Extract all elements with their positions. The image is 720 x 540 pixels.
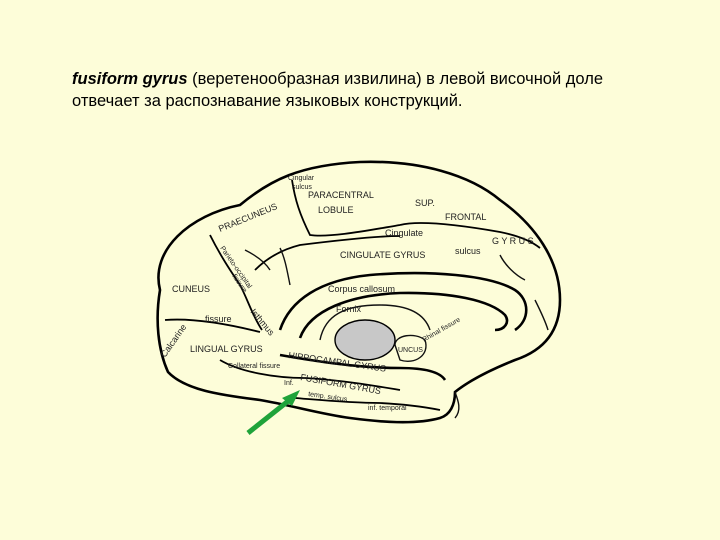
thalamus: [334, 319, 396, 361]
label-sup: SUP.: [415, 198, 435, 208]
hippocampal-sulcus: [279, 353, 447, 381]
label-isthmus: Isthmus: [248, 307, 276, 338]
uncus-outline: [394, 334, 427, 362]
cingulate-gyrus-outline: [278, 271, 528, 332]
label-uncus: UNCUS: [398, 347, 423, 354]
caption: fusiform gyrus (веретенообразная извилин…: [72, 68, 692, 112]
brain-outline: [156, 160, 562, 424]
label-calcarine: Calcarine: [158, 322, 188, 359]
label-lobule: LOBULE: [318, 205, 354, 215]
label-temporal-sulcus: temp. sulcus: [308, 391, 348, 403]
label-inf: Inf.: [284, 380, 294, 387]
collateral-fissure: [219, 359, 401, 391]
fornix-arc: [319, 304, 431, 341]
label-collateral-fissure: Collateral fissure: [228, 363, 280, 370]
inf-temporal-sulcus: [294, 397, 441, 411]
caption-line2: отвечает за распознавание языковых конст…: [72, 92, 463, 110]
caption-term: fusiform gyrus: [72, 70, 188, 88]
green-arrow-icon: [246, 390, 300, 435]
label-corpus-callosum: Corpus callosum: [328, 284, 395, 294]
label-cingulate: Cingulate: [385, 228, 423, 238]
label-fornix: Fornix: [336, 304, 362, 314]
label-rhinal: Rhinal fissure: [422, 316, 462, 343]
label-sulcus-small: sulcus: [292, 184, 312, 191]
label-frontal-gyrus: G Y R U S: [492, 236, 534, 246]
central-sulcus: [291, 179, 401, 237]
praecuneus-sulcus: [244, 247, 291, 286]
label-cuneus: CUNEUS: [172, 284, 210, 294]
temporal-outline: [454, 391, 460, 419]
label-frontal: FRONTAL: [445, 212, 486, 222]
label-cingulate-sulcus: sulcus: [455, 246, 481, 256]
label-lingual-gyrus: LINGUAL GYRUS: [190, 344, 263, 354]
calcarine-fissure: [164, 318, 261, 333]
corpus-callosum: [298, 291, 509, 339]
caption-line1: (веретенообразная извилина) в левой висо…: [187, 70, 604, 88]
frontal-sulci: [499, 254, 549, 331]
label-cingulate-gyrus: CINGULATE GYRUS: [340, 250, 425, 260]
label-cingular: Cingular: [288, 175, 315, 182]
label-paracentral: PARACENTRAL: [308, 190, 374, 200]
parieto-occipital-fissure: [209, 234, 263, 331]
cingulate-sulcus: [254, 235, 401, 271]
label-praecuneus: PRAECUNEUS: [217, 201, 279, 234]
label-inf-temporal-gyrus: inf. temporal: [368, 405, 407, 412]
paracentral-sulcus: [399, 222, 541, 249]
label-fissure-calc: fissure: [205, 314, 232, 324]
